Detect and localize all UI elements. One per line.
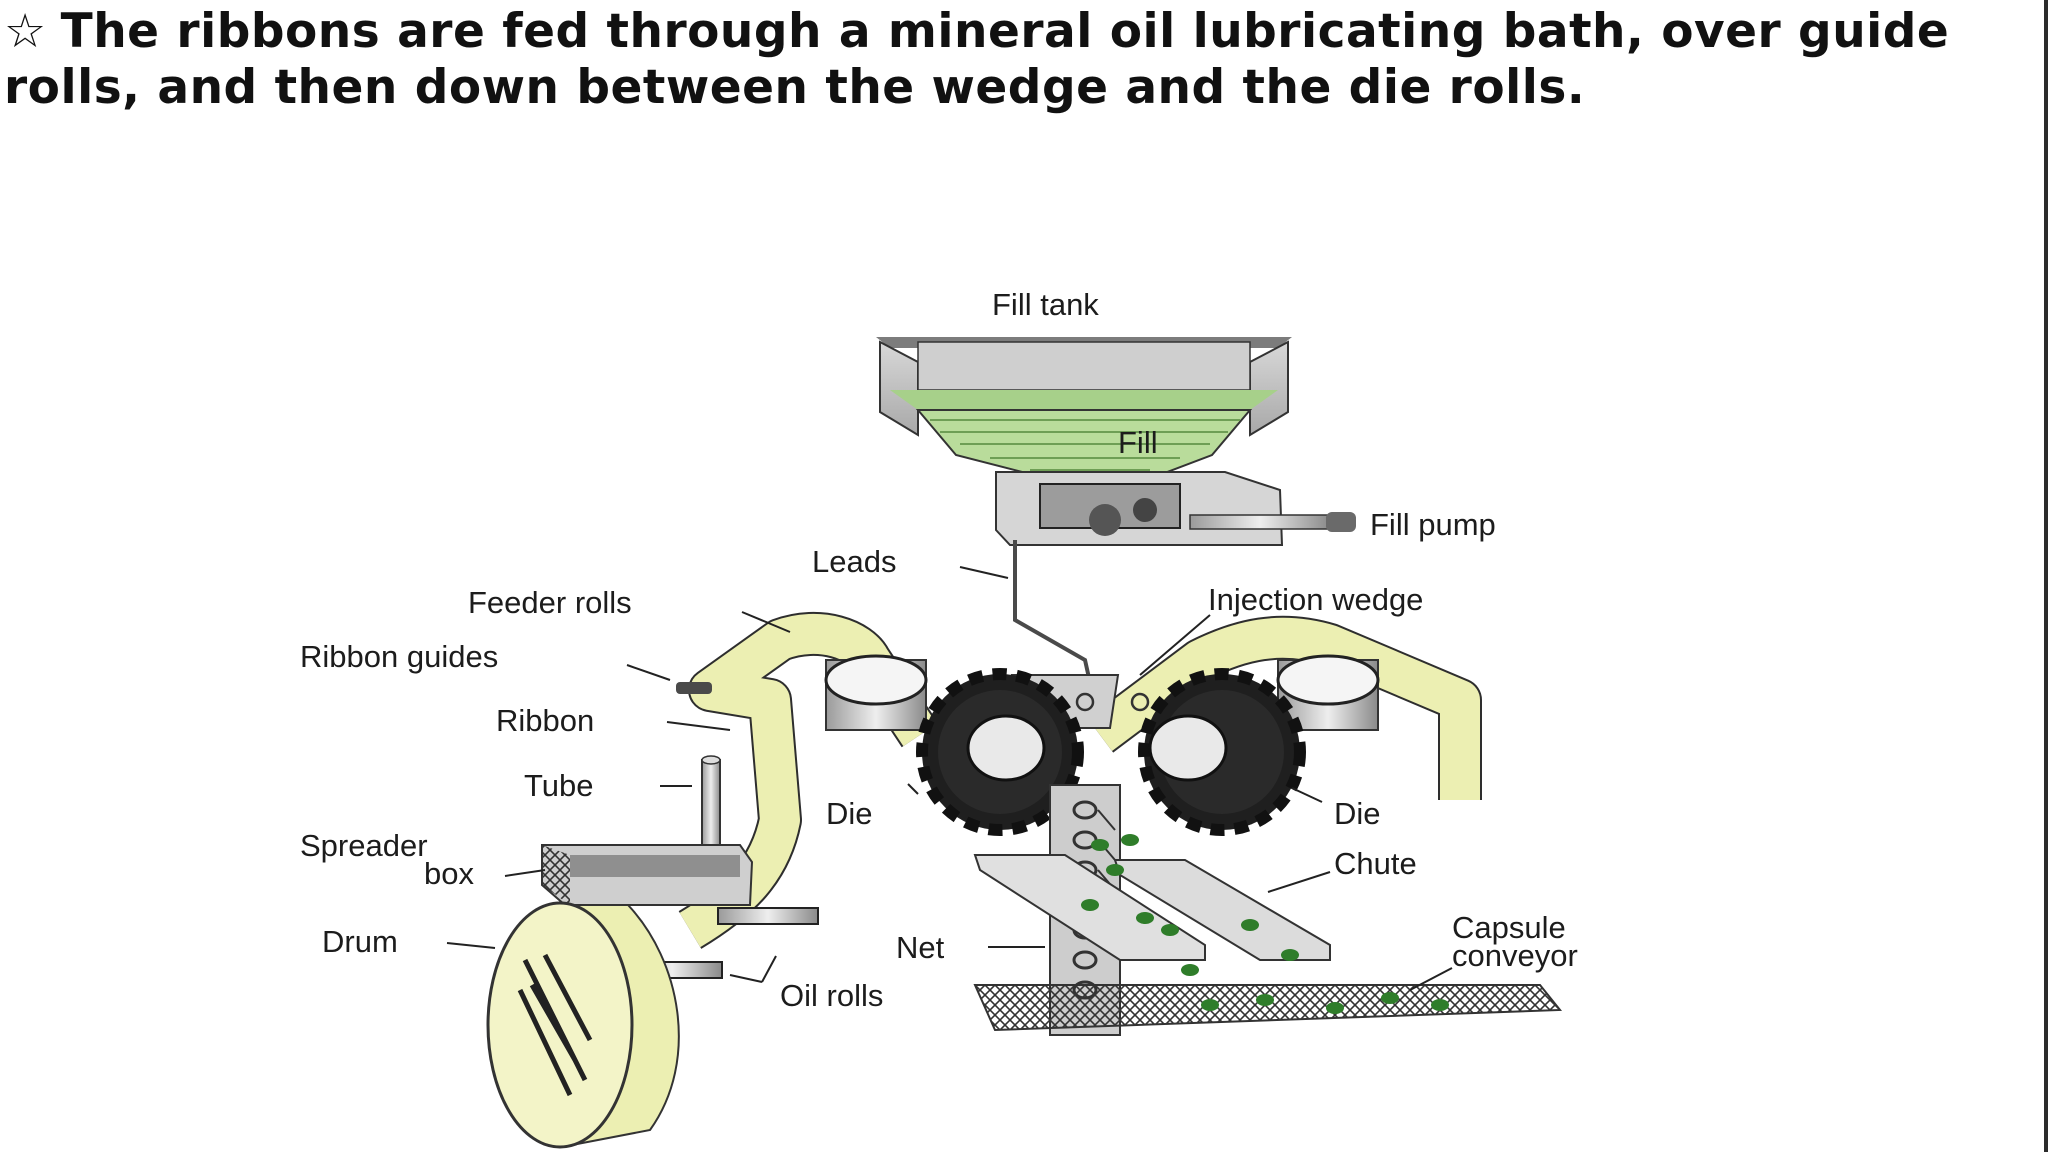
diagram-labels: Fill tank Fill Fill pump Leads Feeder ro… bbox=[300, 287, 1578, 1013]
label-chute: Chute bbox=[1334, 846, 1417, 881]
star-icon: ☆ bbox=[4, 4, 47, 59]
fill-pump bbox=[995, 471, 1356, 546]
die-roll-right bbox=[1138, 668, 1306, 836]
right-edge-bar bbox=[2044, 0, 2048, 1152]
label-tube: Tube bbox=[524, 768, 594, 803]
label-injection-wedge: Injection wedge bbox=[1208, 582, 1423, 617]
label-leads: Leads bbox=[812, 544, 896, 579]
label-oil-rolls: Oil rolls bbox=[780, 978, 883, 1013]
feeder-roll-left bbox=[824, 654, 928, 731]
die-roll-left bbox=[916, 668, 1084, 836]
label-die-right: Die bbox=[1334, 796, 1381, 831]
ribbon-guide bbox=[676, 682, 712, 694]
label-fill-tank: Fill tank bbox=[992, 287, 1099, 322]
label-box: box bbox=[424, 856, 474, 891]
heading-text: The ribbons are fed through a mineral oi… bbox=[4, 4, 1950, 115]
label-net: Net bbox=[896, 930, 945, 965]
label-ribbon-guides: Ribbon guides bbox=[300, 639, 498, 674]
feeder-roll-right bbox=[1276, 654, 1380, 731]
label-conveyor: conveyor bbox=[1452, 938, 1578, 973]
label-fill: Fill bbox=[1118, 425, 1158, 460]
fill-tank bbox=[876, 337, 1292, 489]
label-drum: Drum bbox=[322, 924, 398, 959]
label-die-left: Die bbox=[826, 796, 873, 831]
slide-heading: ☆The ribbons are fed through a mineral o… bbox=[4, 4, 2034, 116]
label-fill-pump: Fill pump bbox=[1370, 507, 1496, 542]
tube bbox=[701, 755, 721, 853]
capsules bbox=[1081, 834, 1299, 976]
label-capsule: Capsule bbox=[1452, 910, 1566, 945]
chute bbox=[973, 854, 1331, 961]
capsule-conveyor bbox=[973, 984, 1563, 1032]
spreader-box bbox=[541, 844, 754, 906]
label-spreader: Spreader bbox=[300, 828, 428, 863]
leader-lines bbox=[446, 566, 1453, 991]
label-ribbon: Ribbon bbox=[496, 703, 594, 738]
drum bbox=[486, 901, 680, 1149]
label-feeder-rolls: Feeder rolls bbox=[468, 585, 632, 620]
